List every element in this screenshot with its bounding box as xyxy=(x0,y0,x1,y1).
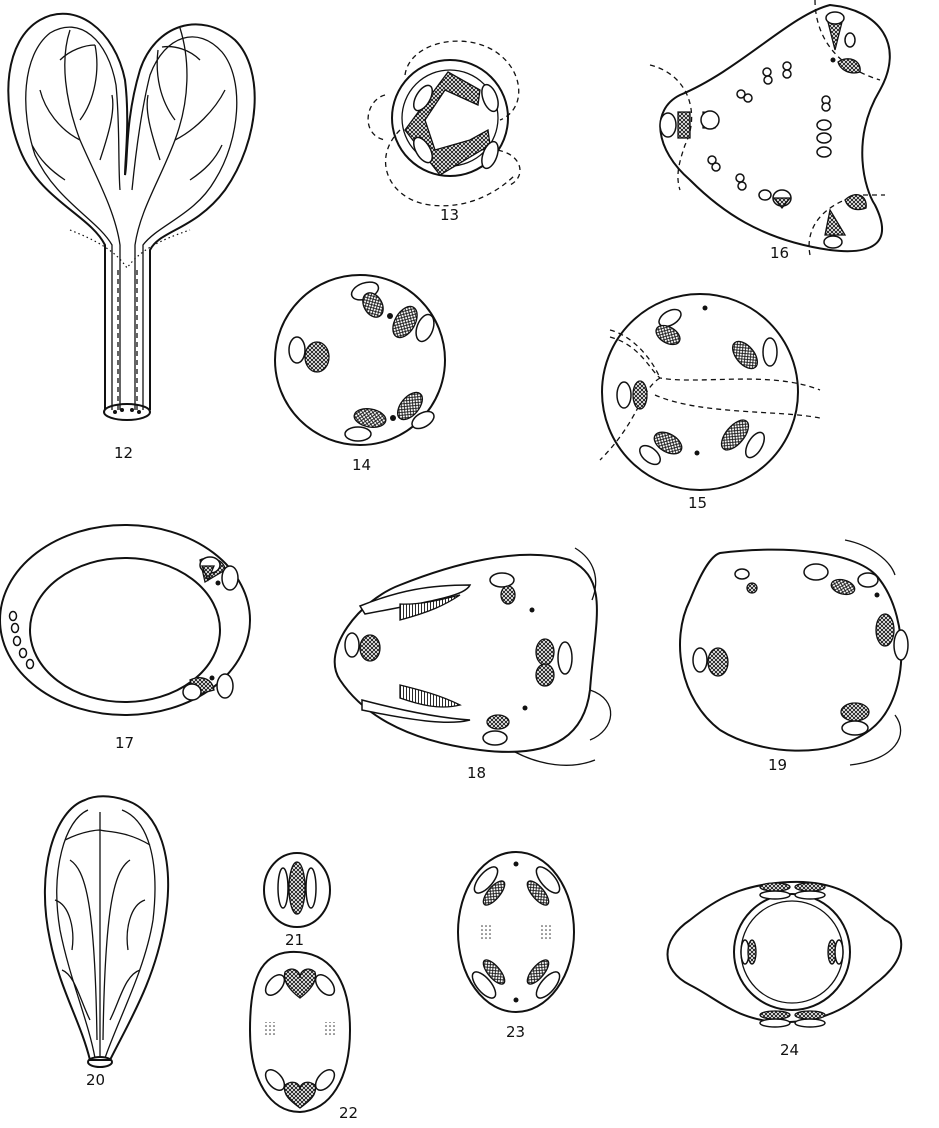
figure-label-21: 21 xyxy=(285,931,304,949)
fig-16-triangular-section xyxy=(650,0,890,255)
figure-label-12: 12 xyxy=(114,444,133,462)
fig-22-section xyxy=(250,952,350,1112)
fig-18-section xyxy=(335,548,611,765)
figure-label-23: 23 xyxy=(506,1023,525,1041)
fig-15-section xyxy=(600,294,820,490)
figure-label-24: 24 xyxy=(780,1041,799,1059)
figure-label-22: 22 xyxy=(339,1104,358,1122)
fig-21-section xyxy=(264,853,330,927)
figure-label-19: 19 xyxy=(768,756,787,774)
fig-20-leaf xyxy=(45,796,168,1067)
figure-label-15: 15 xyxy=(688,494,707,512)
figure-label-13: 13 xyxy=(440,206,459,224)
fig-19-section xyxy=(680,540,908,765)
fig-17-ring-section xyxy=(0,525,250,715)
figure-label-18: 18 xyxy=(467,764,486,782)
fig-14-section xyxy=(275,275,445,445)
fig-23-section xyxy=(458,852,574,1012)
figure-label-16: 16 xyxy=(770,244,789,262)
figure-label-17: 17 xyxy=(115,734,134,752)
fig-13-section xyxy=(368,41,520,206)
figure-label-20: 20 xyxy=(86,1071,105,1089)
fig-12-bilobed-leaf xyxy=(8,14,254,420)
fig-24-section xyxy=(668,882,902,1027)
figure-label-14: 14 xyxy=(352,456,371,474)
